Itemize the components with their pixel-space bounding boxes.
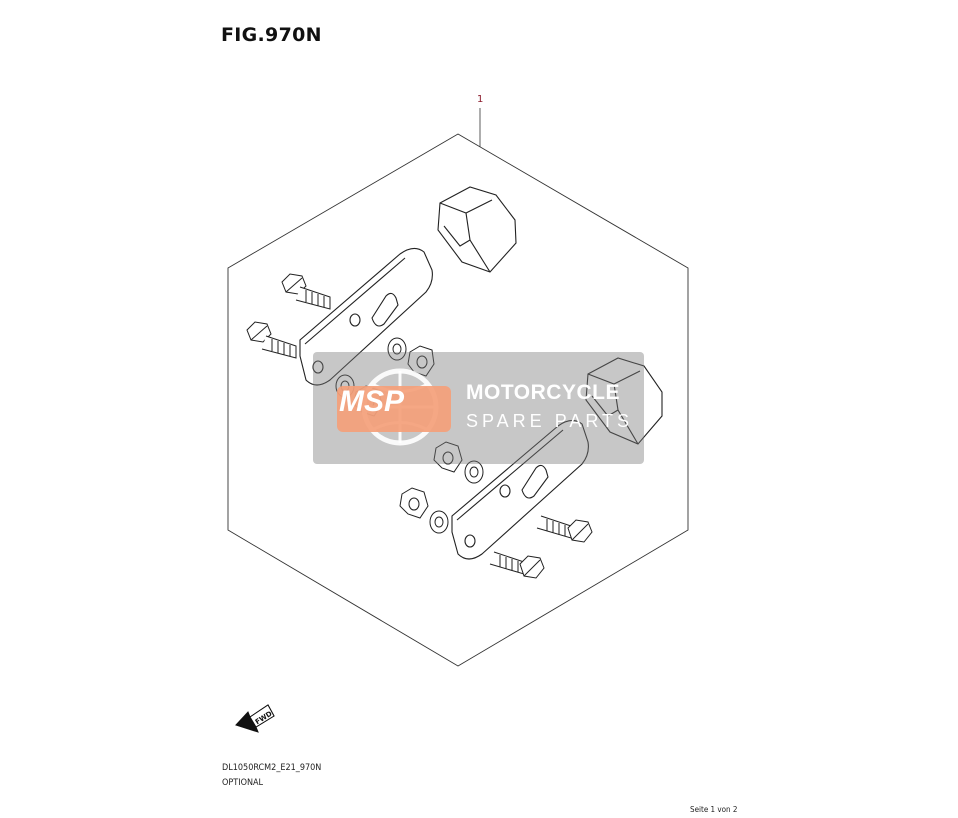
optional-note: OPTIONAL bbox=[222, 778, 264, 788]
watermark-line1: MOTORCYCLE bbox=[466, 381, 620, 404]
fwd-arrow-icon bbox=[235, 704, 275, 733]
bolt-upper-2 bbox=[246, 321, 297, 359]
watermark-logo: MSP bbox=[339, 385, 405, 418]
bolt-upper-1 bbox=[281, 273, 331, 310]
figure-title: FIG.970N bbox=[221, 24, 322, 46]
bracket-lower bbox=[451, 419, 589, 560]
nut-lower-1 bbox=[433, 441, 463, 473]
page-info: Seite 1 von 2 bbox=[690, 805, 738, 814]
model-code: DL1050RCM2_E21_970N bbox=[222, 763, 322, 773]
watermark-line2: SPARE PARTS bbox=[466, 411, 634, 431]
washer-lower-1 bbox=[464, 460, 484, 484]
bracket-upper bbox=[299, 247, 433, 386]
bolt-lower-2 bbox=[489, 551, 545, 579]
nut-upper-1 bbox=[407, 345, 435, 377]
kit-outline-hexagon bbox=[227, 133, 689, 667]
washer-lower-2 bbox=[429, 510, 449, 534]
watermark bbox=[313, 352, 644, 464]
washer-upper-1 bbox=[387, 337, 407, 361]
callout-number: 1 bbox=[477, 94, 483, 105]
bolt-lower-1 bbox=[536, 515, 593, 543]
slider-block-lower bbox=[585, 357, 663, 445]
slider-block-upper bbox=[437, 186, 517, 273]
nut-lower-2 bbox=[399, 487, 429, 519]
